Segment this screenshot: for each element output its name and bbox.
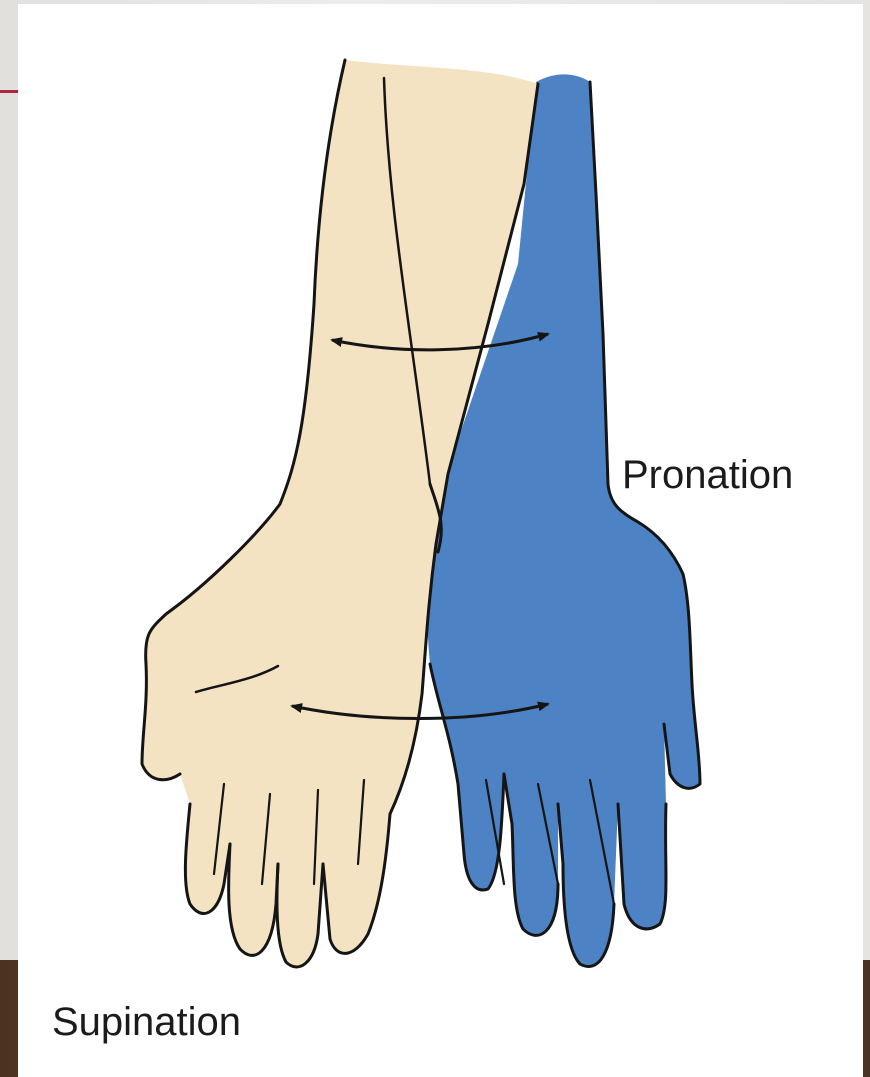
supination-label: Supination	[52, 1002, 241, 1042]
figure-card: Pronation Supination	[18, 4, 863, 1077]
forearm-rotation-illustration	[18, 4, 863, 1077]
pronation-label: Pronation	[622, 455, 793, 495]
